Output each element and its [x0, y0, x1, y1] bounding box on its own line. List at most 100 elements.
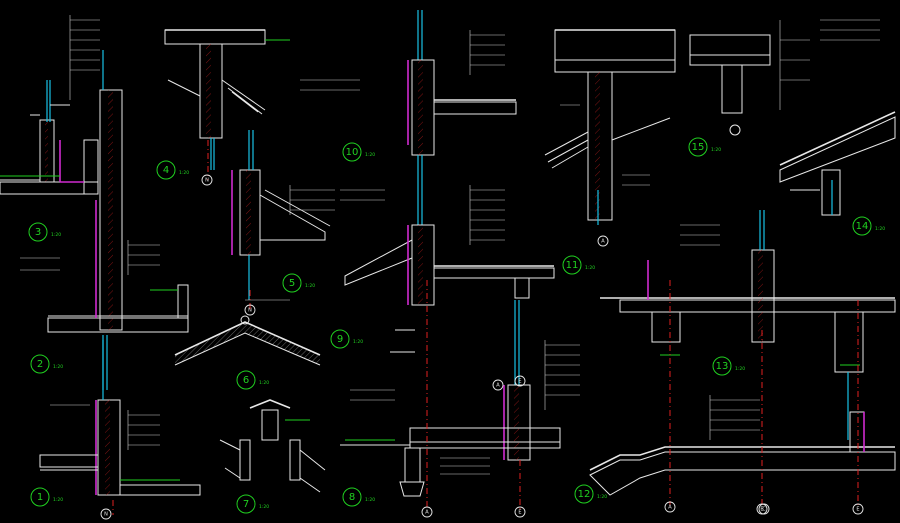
axis-label: A: [425, 509, 429, 515]
axis-bubble: N: [100, 508, 112, 520]
axis-bubble-circle: [201, 174, 213, 186]
axis-bubble: A: [597, 235, 609, 247]
detail-number: 4: [163, 165, 169, 176]
axis-label: A: [496, 382, 500, 388]
axis-label: A: [668, 504, 672, 510]
detail-scale: 1:20: [711, 147, 721, 153]
axis-label: E: [518, 378, 521, 384]
detail-bubble-circle: [688, 137, 708, 157]
detail-number: 10: [346, 147, 359, 158]
detail-15-drawing: [689, 20, 810, 136]
axis-bubble: A: [421, 506, 433, 518]
axis-bubble-circle: [514, 375, 526, 387]
detail-bubble-circle: [28, 222, 48, 242]
detail-scale: 1:20: [305, 283, 315, 289]
axis-bubble-circle: [514, 506, 526, 518]
axis-bubble-circle: [492, 379, 504, 391]
axis-bubble-circle: [100, 508, 112, 520]
axis-bubble: N: [201, 174, 213, 186]
detail-bubble-circle: [30, 354, 50, 374]
axis-bubble: A: [664, 501, 676, 513]
axis-bubble: C: [758, 503, 770, 515]
detail-scale: 1:20: [735, 366, 745, 372]
detail-3-drawing: [0, 15, 100, 195]
detail-bubble-1: 1 1:20: [30, 487, 63, 507]
detail-scale: 1:20: [259, 504, 269, 510]
axis-bubble: A: [492, 379, 504, 391]
detail-4-drawing: [164, 29, 290, 170]
detail-scale: 1:20: [365, 497, 375, 503]
detail-bubble-6: 6 1:20: [236, 370, 269, 390]
detail-number: 5: [289, 278, 295, 289]
axis-label: N: [104, 511, 108, 517]
detail-roof-eave-drawing: [544, 29, 676, 225]
detail-number: 2: [37, 359, 43, 370]
axis-bubble-circle: [597, 235, 609, 247]
detail-14-drawing: [779, 19, 896, 216]
detail-7-drawing: [219, 399, 326, 493]
detail-number: 8: [349, 492, 355, 503]
detail-8-drawing: [340, 427, 561, 497]
detail-bubble-circle: [562, 255, 582, 275]
detail-bubble-circle: [342, 487, 362, 507]
detail-bubble-circle: [156, 160, 176, 180]
detail-bubble-circle: [282, 273, 302, 293]
detail-bubble-12: 12 1:20: [574, 484, 607, 504]
detail-number: 9: [337, 334, 343, 345]
detail-scale: 1:20: [365, 152, 375, 158]
detail-10-drawing: [300, 10, 517, 156]
axis-label: E: [518, 509, 521, 515]
detail-number: 12: [578, 489, 591, 500]
axis-label: C: [762, 506, 766, 512]
axis-bubble: N: [244, 304, 256, 316]
axis-bubble-circle: [664, 501, 676, 513]
detail-9-drawing: [350, 300, 580, 461]
detail-bubble-circle: [30, 487, 50, 507]
detail-13-drawing: [600, 210, 896, 440]
axis-centerlines: [112, 140, 859, 515]
axis-label: N: [248, 307, 252, 313]
axis-bubble: E: [514, 506, 526, 518]
detail-12-drawing: [589, 395, 896, 496]
detail-number: 7: [243, 499, 249, 510]
detail-2-drawing: [20, 50, 189, 390]
detail-number: 11: [566, 260, 579, 271]
detail-bubble-circle: [852, 216, 872, 236]
detail-number: 3: [35, 227, 41, 238]
detail-bubble-circle: [342, 142, 362, 162]
detail-bubble-13: 13 1:20: [712, 356, 745, 376]
detail-bubble-5: 5 1:20: [282, 273, 315, 293]
detail-bubble-circle: [236, 370, 256, 390]
detail-5-drawing: [231, 130, 335, 300]
axis-label: E: [760, 506, 763, 512]
detail-bubble-15: 15 1:20: [688, 137, 721, 157]
detail-number: 13: [716, 361, 729, 372]
detail-bubble-8: 8 1:20: [342, 487, 375, 507]
detail-bubble-7: 7 1:20: [236, 494, 269, 514]
axis-label: E: [856, 506, 859, 512]
detail-bubble-9: 9 1:20: [330, 329, 363, 349]
detail-number: 1: [37, 492, 43, 503]
detail-6-drawing: [174, 299, 321, 366]
detail-scale: 1:20: [353, 339, 363, 345]
detail-scale: 1:20: [53, 497, 63, 503]
detail-scale: 1:20: [179, 170, 189, 176]
detail-number: 6: [243, 375, 249, 386]
axis-label: A: [601, 238, 605, 244]
axis-bubble-circle: [244, 304, 256, 316]
detail-number: 15: [692, 142, 705, 153]
detail-scale: 1:20: [597, 494, 607, 500]
axis-bubble-circle: [421, 506, 433, 518]
detail-scale: 1:20: [259, 380, 269, 386]
detail-bubble-4: 4 1:20: [156, 160, 189, 180]
axis-bubble-circle: [852, 503, 864, 515]
detail-bubble-circle: [712, 356, 732, 376]
detail-11-drawing: [340, 155, 555, 306]
detail-bubble-circle: [236, 494, 256, 514]
